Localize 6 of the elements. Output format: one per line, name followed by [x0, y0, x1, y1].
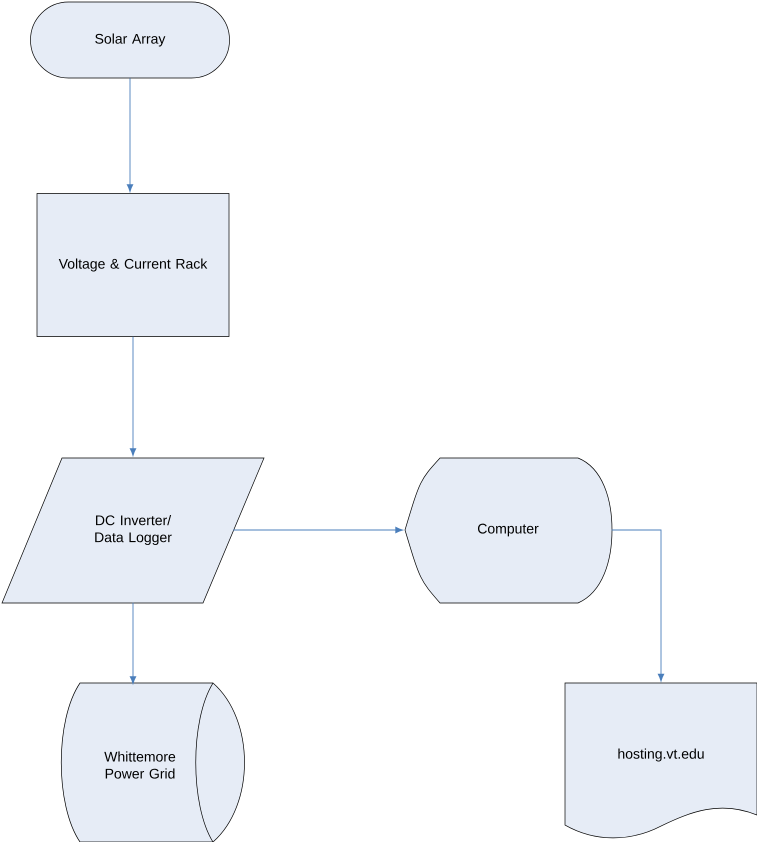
process-box: Voltage & Current Rack	[36, 193, 230, 337]
arrow	[126, 78, 134, 192]
arrow	[611, 530, 664, 682]
arrow	[232, 526, 403, 534]
arrow	[130, 602, 136, 684]
arrow	[130, 336, 136, 456]
